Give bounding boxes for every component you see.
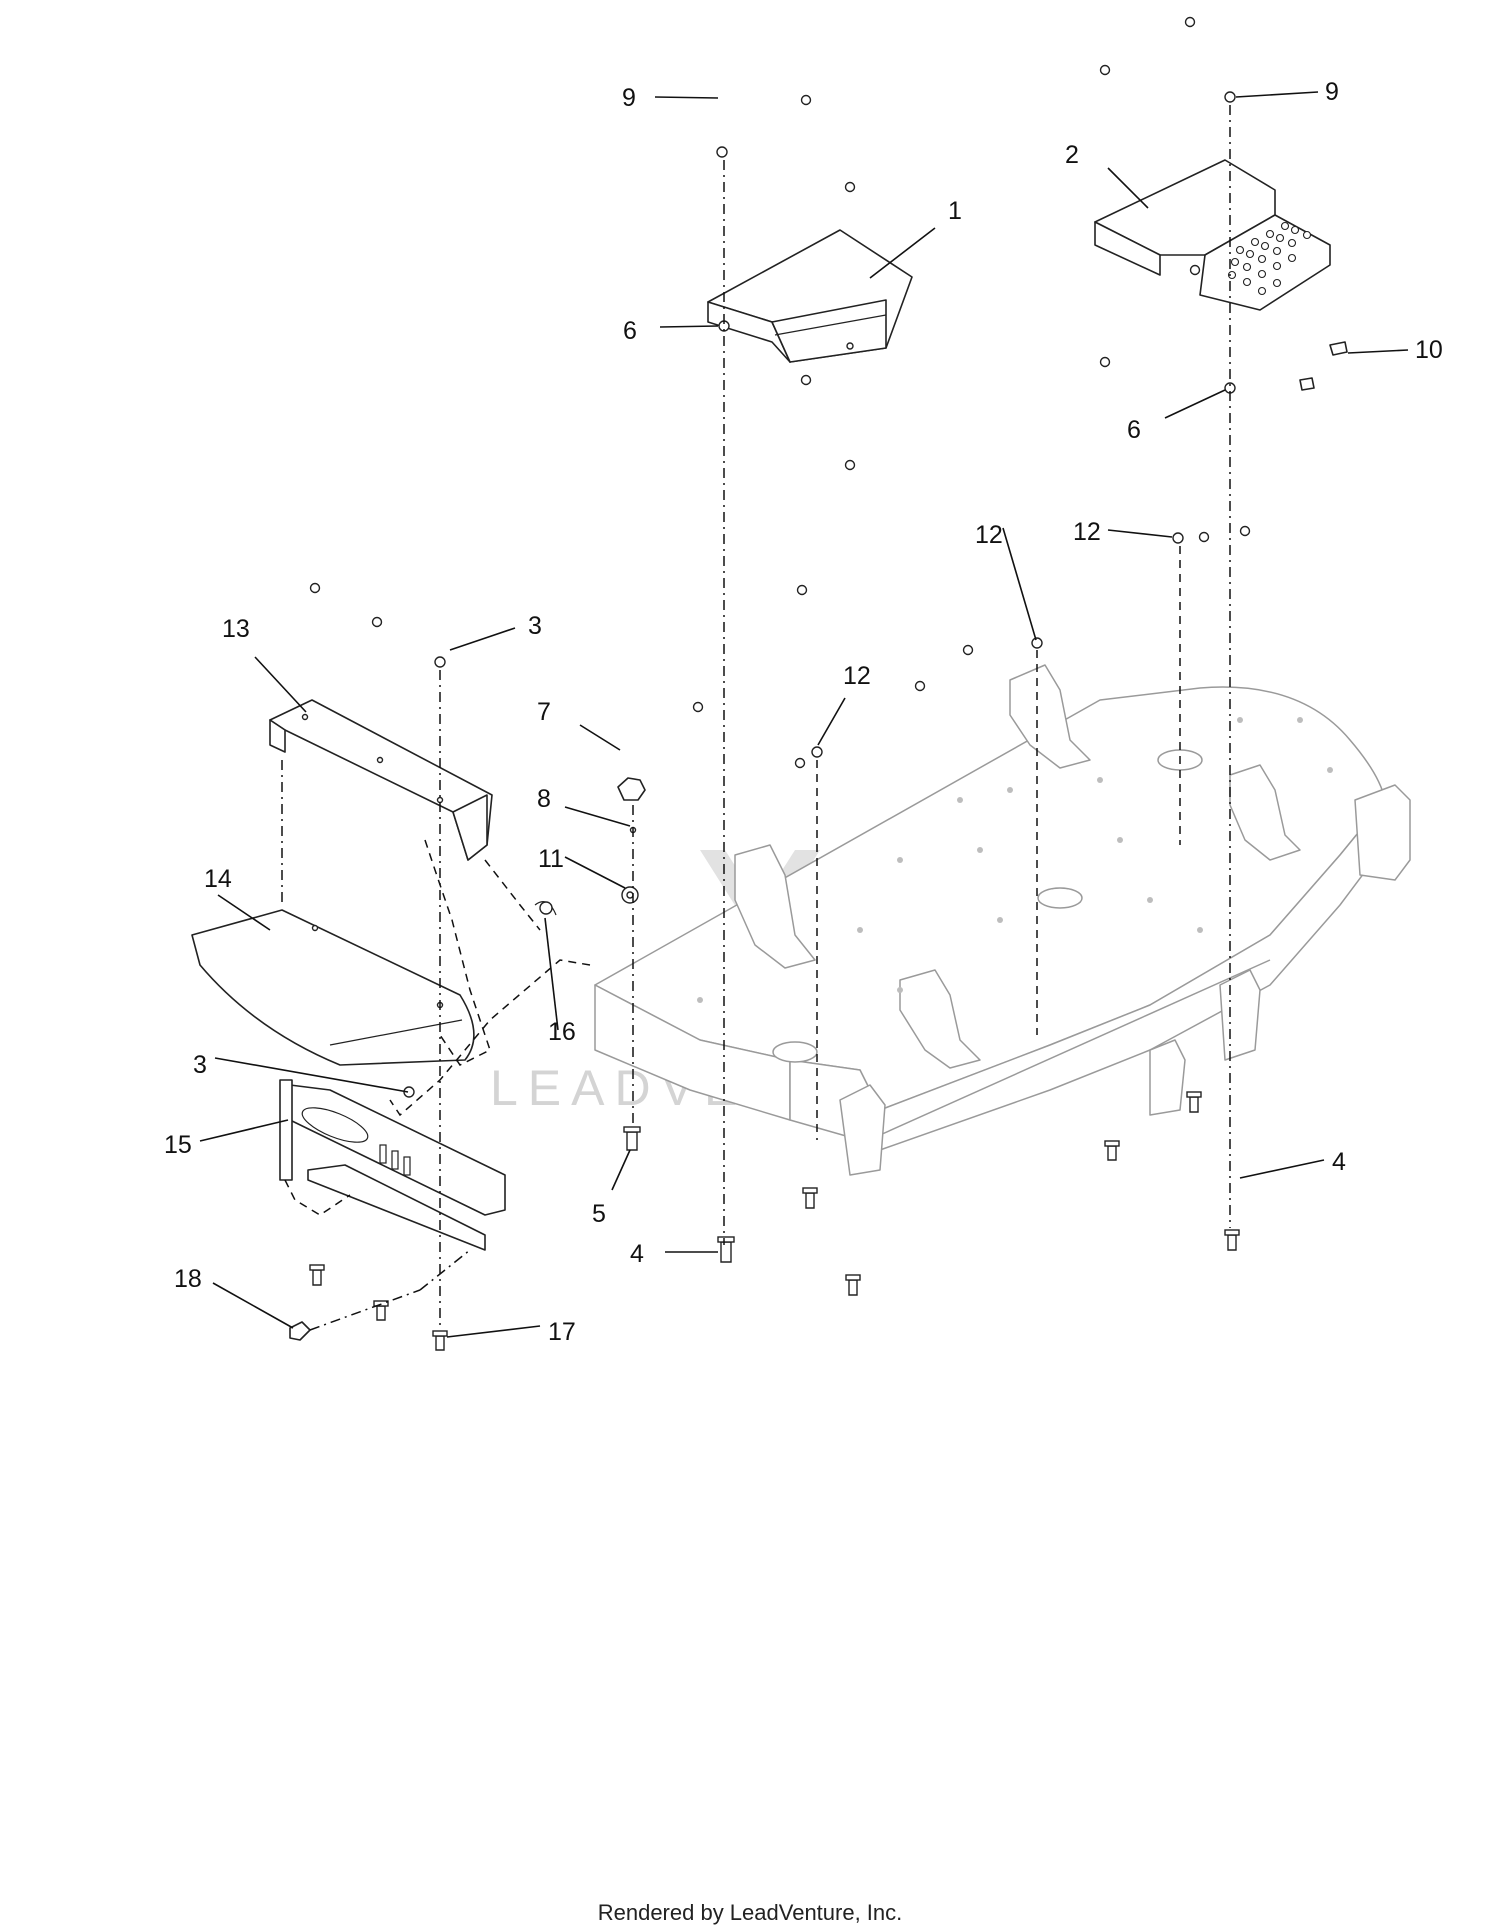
callout-16: 16 bbox=[548, 1018, 576, 1046]
callout-12-a: 12 bbox=[975, 521, 1003, 549]
part-2-step-plate bbox=[1094, 159, 1348, 391]
callout-3-top: 3 bbox=[528, 612, 542, 640]
callout-2: 2 bbox=[1065, 141, 1079, 169]
hardware bbox=[289, 16, 1251, 1351]
part-14-lower-shield bbox=[191, 909, 475, 1066]
callout-18: 18 bbox=[174, 1265, 202, 1293]
part-18-clip bbox=[289, 1321, 311, 1341]
callout-17: 17 bbox=[548, 1318, 576, 1346]
callout-10: 10 bbox=[1415, 336, 1443, 364]
callout-6-left: 6 bbox=[623, 317, 637, 345]
callout-7: 7 bbox=[537, 698, 551, 726]
callout-9-right: 9 bbox=[1325, 78, 1339, 106]
callout-3-bottom: 3 bbox=[193, 1051, 207, 1079]
part-7-knob bbox=[617, 777, 646, 801]
callout-13: 13 bbox=[222, 615, 250, 643]
callout-4-right: 4 bbox=[1332, 1148, 1346, 1176]
callout-12-b: 12 bbox=[1073, 518, 1101, 546]
part-10-pad bbox=[1329, 341, 1348, 356]
footer-credit: Rendered by LeadVenture, Inc. bbox=[597, 1900, 903, 1925]
callouts: 1 2 3 3 4 4 5 6 6 7 8 9 9 10 11 12 12 12… bbox=[164, 78, 1443, 1346]
part-16-pin bbox=[534, 901, 557, 916]
callout-9-left: 9 bbox=[622, 84, 636, 112]
callout-6-right: 6 bbox=[1127, 416, 1141, 444]
callout-11: 11 bbox=[538, 845, 564, 873]
part-13-upper-shield bbox=[269, 699, 493, 861]
mower-deck bbox=[594, 664, 1411, 1176]
part-1-cover bbox=[707, 229, 913, 363]
alignment-lines bbox=[281, 105, 1231, 1331]
callout-8: 8 bbox=[537, 785, 551, 813]
callout-4-center: 4 bbox=[630, 1240, 644, 1268]
callout-1: 1 bbox=[948, 197, 962, 225]
part-15-bracket bbox=[279, 1079, 506, 1251]
callout-15: 15 bbox=[164, 1131, 192, 1159]
callout-5: 5 bbox=[592, 1200, 606, 1228]
leader-lines bbox=[199, 91, 1409, 1338]
callout-12-c: 12 bbox=[843, 662, 871, 690]
callout-14: 14 bbox=[204, 865, 232, 893]
